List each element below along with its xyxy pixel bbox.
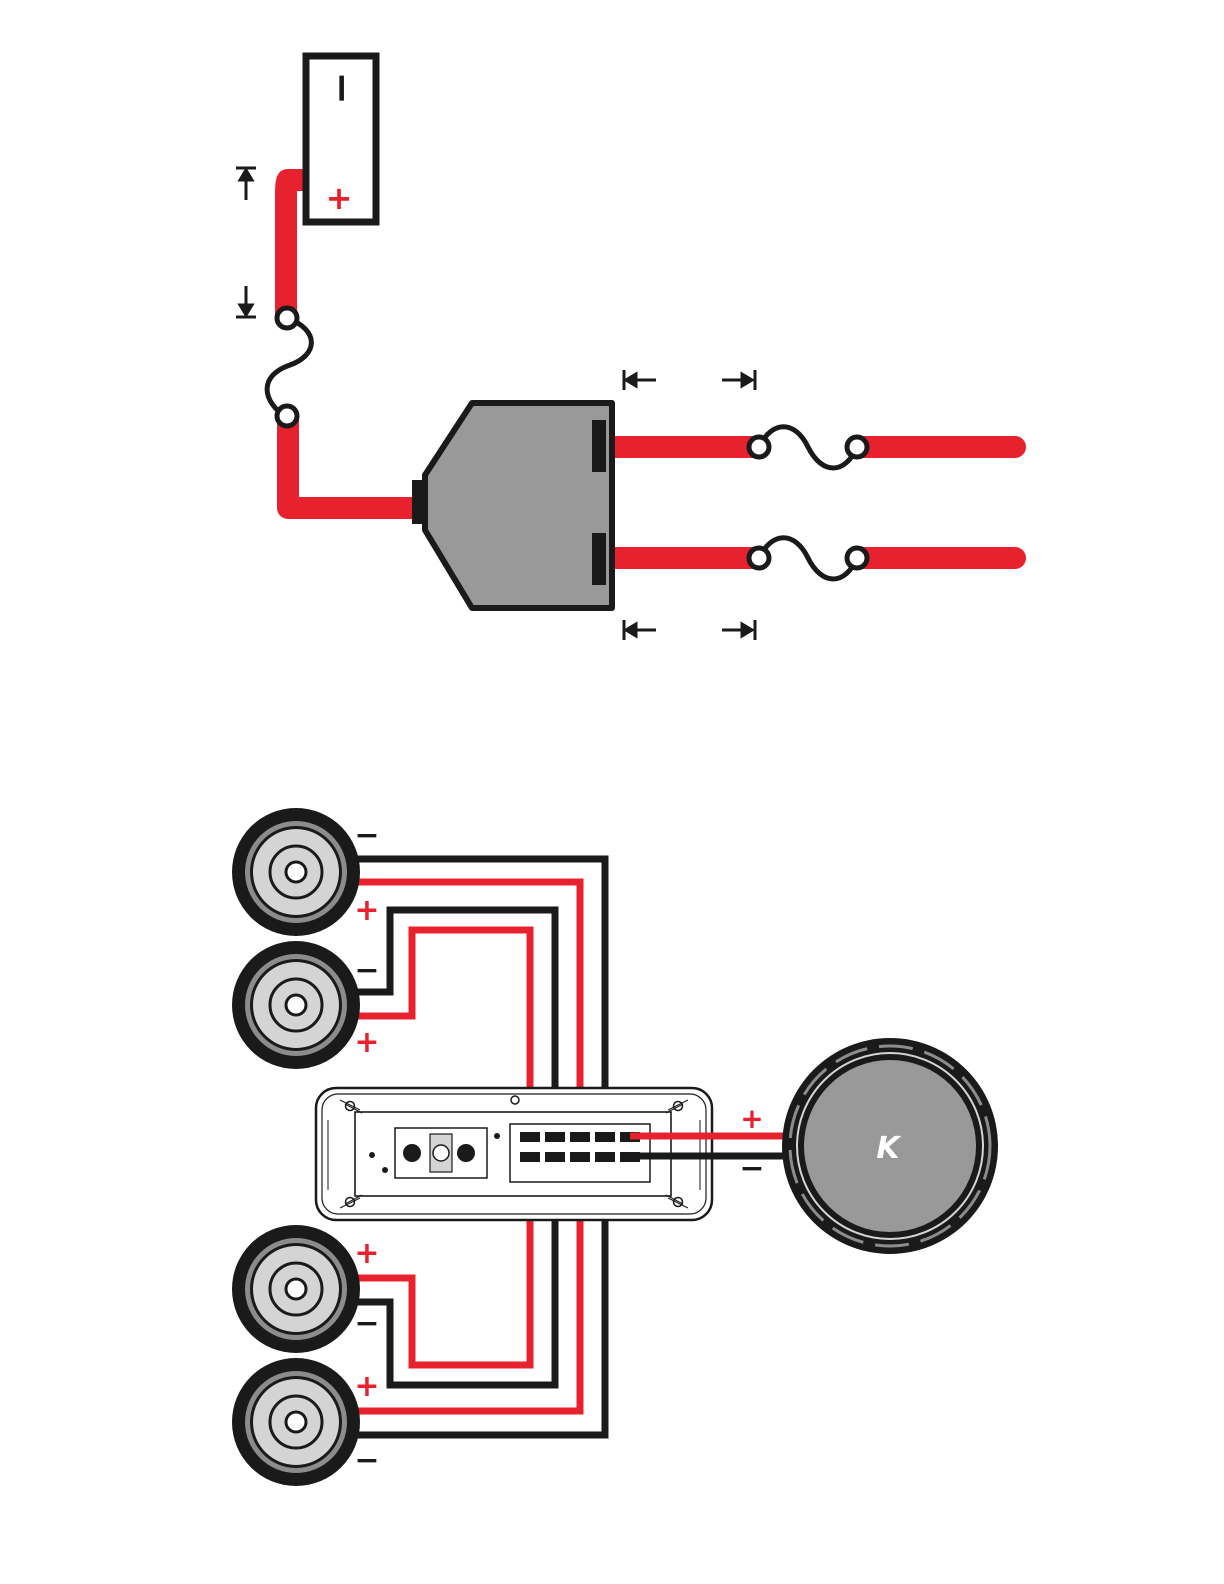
speaker-icon: − + — [232, 808, 380, 936]
subwoofer-icon: K + − — [739, 1038, 998, 1254]
battery-icon: − + — [306, 56, 376, 222]
speaker-icon: + − — [232, 1358, 380, 1486]
subwoofer-positive-mark: + — [740, 1102, 763, 1135]
dimension-arrow-icon — [624, 370, 755, 390]
speaker-3-negative-mark: − — [354, 1306, 379, 1341]
battery-negative-mark: − — [319, 71, 365, 105]
speaker-4-positive-mark: + — [354, 1369, 379, 1404]
speaker-4-negative-mark: − — [354, 1443, 379, 1478]
main-power-wire — [286, 180, 303, 318]
power-section: − + — [236, 56, 1015, 640]
speaker-1-negative-mark: − — [354, 818, 379, 853]
subwoofer-negative-mark: − — [739, 1151, 764, 1186]
dimension-arrow-icon — [236, 168, 256, 200]
speaker-2-positive-mark: + — [354, 1025, 379, 1060]
speaker-icon: + − — [232, 1225, 380, 1353]
distribution-block-icon — [412, 403, 612, 608]
fuse-icon — [267, 308, 311, 426]
speaker-3-positive-mark: + — [354, 1236, 379, 1271]
speaker-1-positive-mark: + — [354, 893, 379, 928]
main-power-wire-lower — [288, 418, 420, 508]
speaker-section: K + − − + − + — [232, 808, 998, 1486]
battery-positive-mark: + — [326, 179, 353, 217]
dimension-arrow-icon — [236, 286, 256, 317]
speaker-icon: − + — [232, 941, 380, 1069]
dimension-arrow-icon — [624, 620, 755, 640]
subwoofer-logo: K — [876, 1131, 902, 1166]
speaker-2-negative-mark: − — [354, 953, 379, 988]
